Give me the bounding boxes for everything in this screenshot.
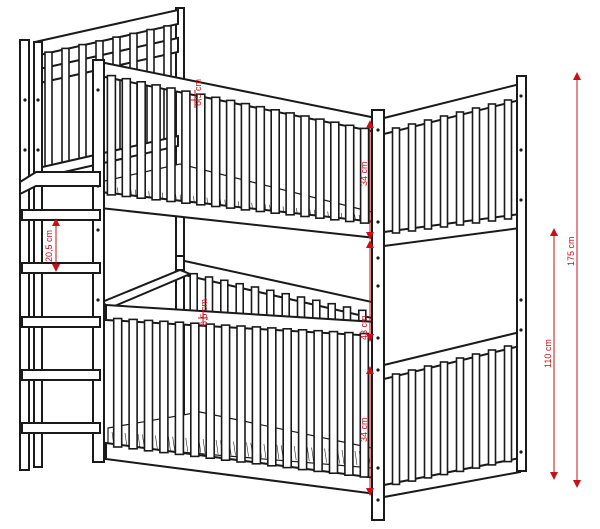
lower-guard-slat [344, 331, 354, 477]
right-headboard [371, 75, 527, 518]
upper-guard-slat [136, 81, 146, 200]
upper-guard-slat [315, 118, 325, 219]
right-headboard-slat [455, 111, 465, 226]
mattress-texture-line [246, 442, 249, 457]
right-headboard-slat [471, 107, 481, 224]
dimension-bottom-rail-height: 34 cm [359, 366, 374, 496]
dimension-bed-gap: 43 cm [359, 240, 374, 342]
headboard-slat [44, 51, 53, 175]
mattress-texture-line [341, 449, 345, 465]
upper-guard-slat [344, 124, 355, 223]
upper-guard-slat [285, 112, 295, 216]
right-footboard-slat [487, 349, 497, 466]
lower-guard-slat [236, 325, 246, 463]
dim-label-bottom-rail-height: 34 cm [359, 417, 369, 442]
dimension-lower-height: 110 cm [543, 228, 558, 480]
mattress-texture-line [324, 448, 327, 463]
mattress-texture-line [202, 439, 206, 454]
upper-guard-slat [151, 84, 161, 201]
lower-guard-slat [251, 326, 262, 465]
lower-back-slat [189, 272, 198, 314]
upper-guard-slat [329, 121, 340, 221]
lower-guard-slat [174, 321, 185, 456]
right-footboard-slat [471, 353, 481, 469]
right-headboard-slat [439, 115, 449, 228]
upper-bed [37, 60, 377, 240]
dimension-top-rail-height: 34 cm [359, 120, 374, 240]
dim-label-top-rail-height: 34 cm [359, 161, 369, 186]
upper-guard-slat [166, 87, 176, 203]
lower-guard-slat [112, 317, 123, 448]
mattress-texture-line [215, 440, 219, 455]
right-footboard-slat [423, 365, 433, 479]
headboard-slat [78, 43, 87, 166]
mattress-texture-line [233, 441, 236, 456]
corner-posts [92, 59, 527, 521]
mattress-texture-line [124, 432, 128, 448]
right-headboard-slat [391, 127, 401, 234]
lower-guard-slat [220, 324, 231, 462]
lower-guard-slat [359, 332, 370, 478]
mattress-texture-line [307, 447, 310, 462]
lower-bed [99, 255, 377, 496]
upper-guard-slat [210, 96, 221, 208]
mattress-texture-line [293, 446, 297, 461]
lower-guard-slat [143, 319, 154, 452]
lower-guard-slat [313, 329, 323, 473]
lower-guard-slat [328, 330, 339, 475]
dim-label-top-slat-gap: 6,5 cm [193, 79, 203, 106]
lower-guard-slat [159, 320, 169, 454]
dim-label-bottom-slat-gap: 6,5 cm [199, 299, 209, 326]
mattress-texture-line [311, 447, 314, 462]
dim-label-ladder-step: 20,5 cm [44, 230, 54, 262]
lower-guard-slat [128, 318, 138, 450]
right-headboard-slat [503, 99, 513, 220]
right-footboard-slat [407, 369, 417, 482]
upper-guard-slat [181, 90, 191, 204]
dim-label-lower-height: 110 cm [543, 339, 553, 368]
right-footboard-slat [439, 361, 449, 476]
mattress-texture-line [137, 433, 141, 449]
dim-label-total-height: 175 cm [566, 236, 576, 266]
dimension-total-height: 175 cm [566, 72, 581, 488]
dimension-ladder-step: 20,5 cm [44, 218, 60, 272]
mattress-texture-line [185, 437, 189, 452]
upper-guard-slat [255, 105, 266, 213]
lower-back-slat [220, 279, 229, 317]
dimension-bottom-slat-gap: 6,5 cm [198, 299, 209, 326]
dimension-top-slat-gap: 6,5 cm [190, 79, 203, 108]
upper-guard-slat [359, 127, 370, 224]
mattress-texture-line [263, 443, 267, 458]
upper-guard-slat [196, 93, 206, 206]
upper-guard-slat [270, 109, 281, 215]
mattress-texture-line [172, 436, 175, 451]
upper-guard-slat [240, 102, 251, 211]
lower-guard-slat [190, 322, 200, 458]
right-headboard-slat [407, 123, 417, 232]
upper-guard-slat [121, 77, 132, 198]
right-footboard-slat [503, 345, 513, 463]
lower-guard-slat [282, 327, 293, 469]
headboard-slat [61, 47, 70, 171]
mattress-texture-line [354, 450, 358, 466]
right-headboard-slat [423, 119, 433, 230]
lower-guard-slat [297, 328, 308, 471]
upper-guard-slat [106, 74, 117, 196]
mattress-texture-line [168, 436, 171, 451]
right-footboard-slat [391, 373, 401, 486]
right-headboard-slat [487, 103, 497, 222]
lower-guard-slat [266, 327, 277, 467]
dim-label-bed-gap: 43 cm [359, 315, 369, 340]
lower-guard-slat [205, 323, 215, 460]
lower-back-slat [235, 282, 244, 319]
upper-guard-slat [300, 115, 310, 218]
ladder [19, 39, 101, 471]
upper-guard-slat [225, 99, 236, 209]
right-footboard-slat [455, 357, 465, 473]
mattress-texture-line [155, 435, 158, 450]
mattress-texture-line [276, 444, 280, 459]
